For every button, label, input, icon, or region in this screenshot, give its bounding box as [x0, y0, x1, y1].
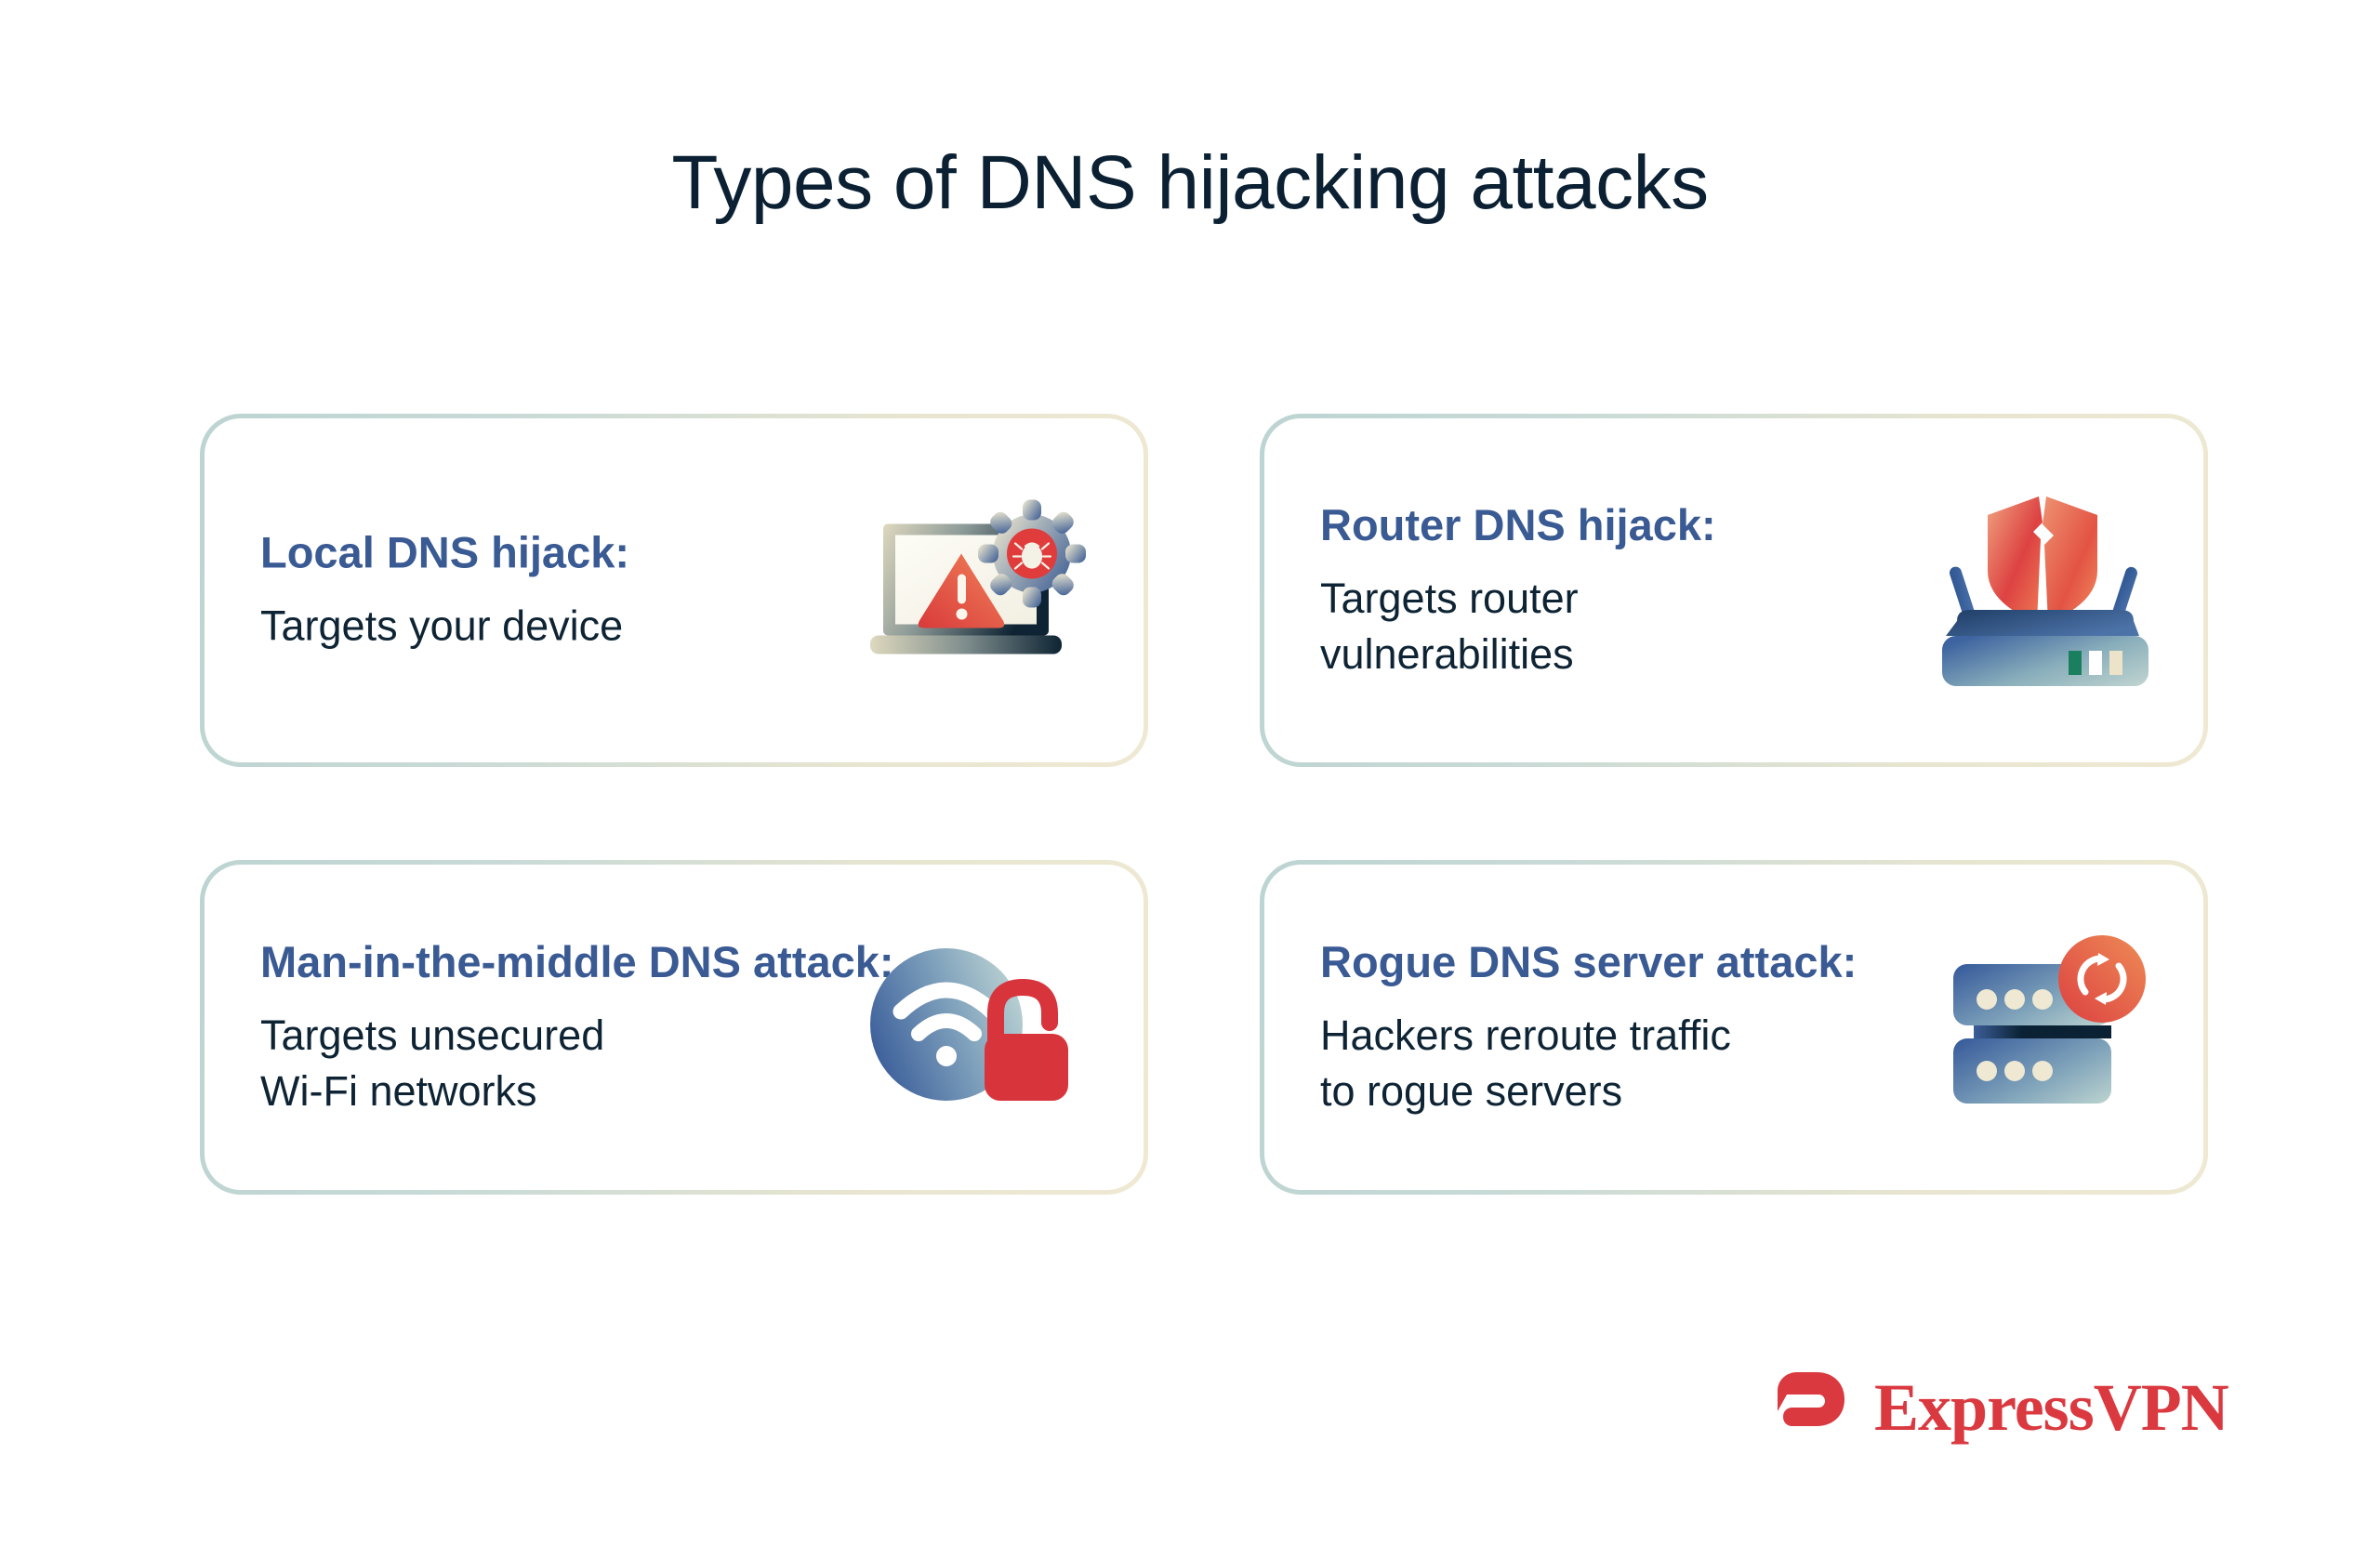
card-text-block: Man-in-the-middle DNS attack: Targets un…	[260, 936, 894, 1118]
expressvpn-e-mark-icon	[1774, 1365, 1854, 1449]
card-local-dns-hijack: Local DNS hijack: Targets your device	[200, 414, 1148, 767]
wifi-open-padlock-icon	[867, 939, 1095, 1116]
card-heading: Router DNS hijack:	[1320, 499, 1716, 549]
card-man-in-the-middle-dns-attack: Man-in-the-middle DNS attack: Targets un…	[200, 860, 1148, 1195]
laptop-warning-bug-gear-icon	[863, 491, 1095, 691]
page-title: Types of DNS hijacking attacks	[671, 140, 1709, 225]
card-heading: Local DNS hijack:	[260, 527, 629, 577]
card-heading: Man-in-the-middle DNS attack:	[260, 936, 894, 986]
card-heading: Rogue DNS server attack:	[1320, 936, 1858, 986]
card-body: Targets your device	[260, 602, 624, 651]
expressvpn-wordmark: ExpressVPN	[1874, 1369, 2229, 1445]
router-broken-shield-icon	[1937, 483, 2155, 697]
card-text-block: Rogue DNS server attack: Hackers reroute…	[1320, 936, 1857, 1118]
card-text-block: Local DNS hijack: Targets your device	[260, 527, 629, 654]
server-stack-refresh-icon	[1946, 925, 2155, 1130]
card-rogue-dns-server-attack: Rogue DNS server attack: Hackers reroute…	[1260, 860, 2208, 1195]
attack-type-card-grid: Local DNS hijack: Targets your device	[200, 414, 2217, 1195]
expressvpn-logo: ExpressVPN	[1774, 1365, 2229, 1449]
